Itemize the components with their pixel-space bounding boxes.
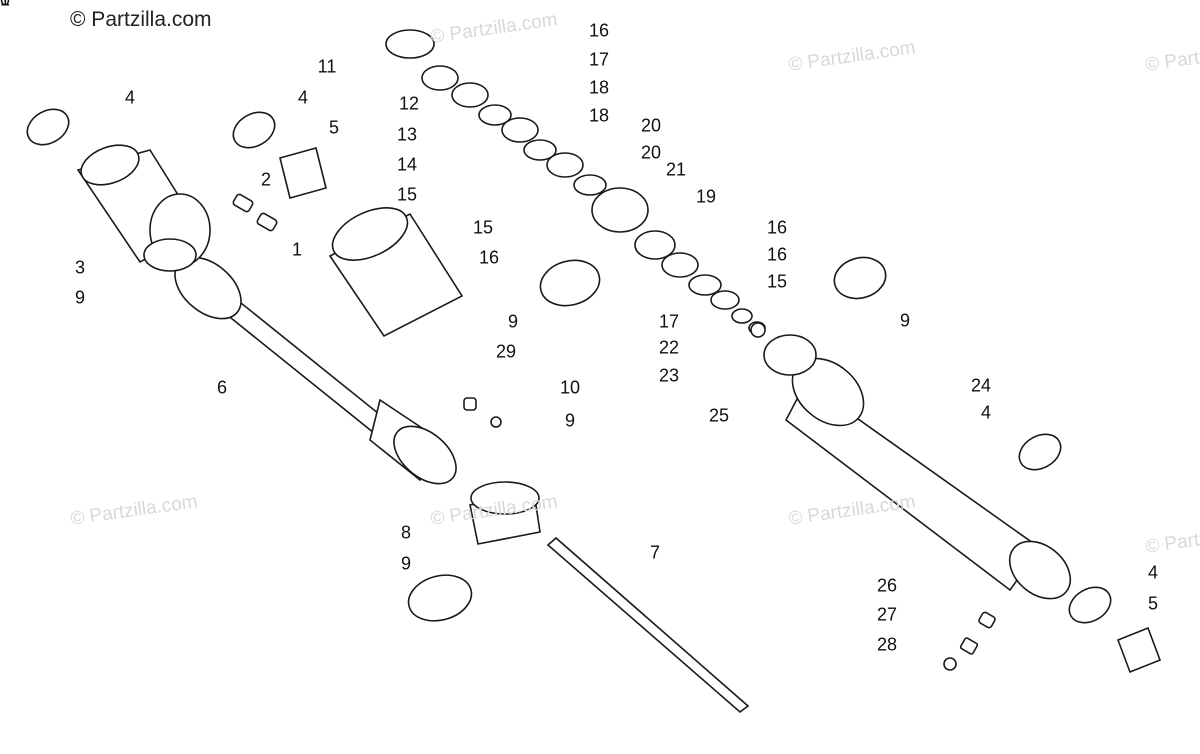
callout-31: 31 bbox=[0, 0, 10, 11]
ball-28 bbox=[943, 657, 957, 671]
callout-12: 12 bbox=[398, 93, 420, 114]
callout-5: 5 bbox=[1147, 593, 1159, 614]
callout-9: 9 bbox=[507, 311, 519, 332]
callout-2: 2 bbox=[260, 169, 272, 190]
callout-18: 18 bbox=[588, 77, 610, 98]
callout-6: 6 bbox=[216, 377, 228, 398]
pin-30 bbox=[978, 611, 996, 629]
callout-1: 1 bbox=[291, 239, 303, 260]
seal-ring-9c bbox=[833, 256, 887, 300]
callout-16: 16 bbox=[766, 217, 788, 238]
callout-11: 11 bbox=[317, 56, 337, 77]
callout-27: 27 bbox=[876, 604, 898, 625]
callout-9: 9 bbox=[899, 310, 911, 331]
callout-15: 15 bbox=[766, 271, 788, 292]
callout-7: 7 bbox=[649, 542, 661, 563]
callout-17: 17 bbox=[588, 49, 610, 70]
bearing-4b bbox=[232, 111, 276, 149]
callout-23: 23 bbox=[658, 365, 680, 386]
callout-16: 16 bbox=[478, 247, 500, 268]
bearing-4c bbox=[1018, 433, 1062, 471]
callout-18: 18 bbox=[588, 105, 610, 126]
callout-17: 17 bbox=[658, 311, 680, 332]
callout-20: 20 bbox=[640, 142, 662, 163]
callout-28: 28 bbox=[876, 634, 898, 655]
callout-20: 20 bbox=[640, 115, 662, 136]
callout-3: 3 bbox=[74, 257, 86, 278]
callout-25: 25 bbox=[708, 405, 730, 426]
callout-29: 29 bbox=[495, 341, 517, 362]
piston-stack bbox=[385, 29, 766, 335]
callout-15: 15 bbox=[396, 184, 418, 205]
shaft-7 bbox=[546, 536, 750, 714]
callout-4: 4 bbox=[124, 87, 136, 108]
piston-8 bbox=[469, 481, 541, 545]
callout-9: 9 bbox=[400, 553, 412, 574]
callout-4: 4 bbox=[1147, 562, 1159, 583]
valve-1 bbox=[256, 212, 278, 232]
callout-13: 13 bbox=[396, 124, 418, 145]
shock-body-left bbox=[174, 256, 457, 485]
callout-4: 4 bbox=[980, 402, 992, 423]
ball-10 bbox=[490, 416, 502, 428]
callout-10: 10 bbox=[559, 377, 581, 398]
callout-8: 8 bbox=[400, 522, 412, 543]
seal-ring-9b bbox=[407, 574, 473, 622]
callout-16: 16 bbox=[766, 244, 788, 265]
bearing-4a bbox=[26, 108, 70, 146]
callout-22: 22 bbox=[658, 337, 680, 358]
sleeve-5a bbox=[279, 147, 327, 199]
callout-16: 16 bbox=[588, 20, 610, 41]
callout-15: 15 bbox=[472, 217, 494, 238]
callout-4: 4 bbox=[297, 87, 309, 108]
callout-30: 30 bbox=[0, 0, 10, 11]
screw-29 bbox=[959, 637, 979, 655]
callout-19: 19 bbox=[695, 186, 717, 207]
callout-24: 24 bbox=[970, 375, 992, 396]
callout-9: 9 bbox=[74, 287, 86, 308]
shock-body-right bbox=[784, 357, 1072, 600]
callout-21: 21 bbox=[665, 159, 687, 180]
callout-5: 5 bbox=[328, 117, 340, 138]
seal-ring-9d bbox=[143, 238, 197, 272]
callout-26: 26 bbox=[876, 575, 898, 596]
callout-14: 14 bbox=[396, 154, 418, 175]
bearing-4d bbox=[1068, 586, 1112, 624]
pin-11 bbox=[463, 397, 477, 411]
nut-24 bbox=[750, 322, 766, 338]
sleeve-5b bbox=[1116, 626, 1162, 674]
seal-ring-9a bbox=[539, 259, 601, 307]
bearing-27 bbox=[763, 334, 817, 376]
copyright-text: © Partzilla.com bbox=[70, 8, 212, 31]
reservoir-cap bbox=[328, 207, 464, 338]
callout-9: 9 bbox=[564, 410, 576, 431]
screw-2 bbox=[232, 193, 254, 213]
